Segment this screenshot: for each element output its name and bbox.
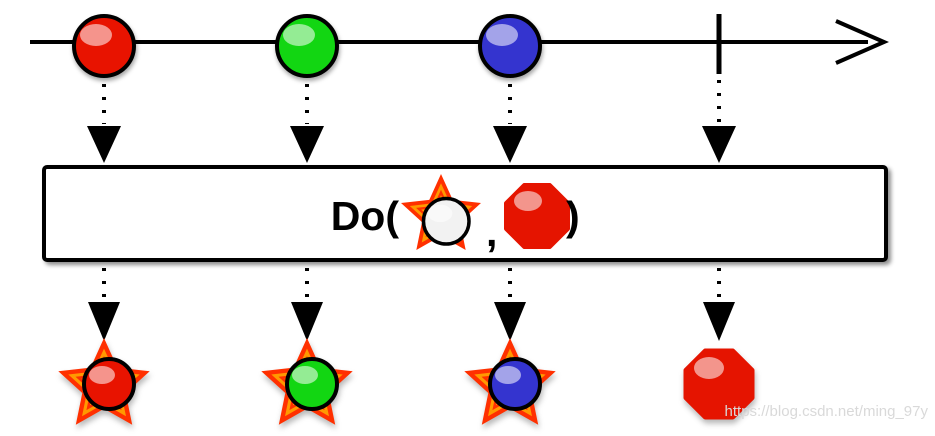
watermark-text: https://blog.csdn.net/ming_97y: [725, 403, 929, 420]
green-marble: [285, 357, 339, 411]
star-with-red-marble: [58, 338, 150, 425]
source-timeline: [30, 14, 889, 78]
red-marble: [82, 357, 136, 411]
white-marble-star-icon: [401, 174, 481, 250]
gloss-highlight: [89, 366, 115, 384]
gloss-highlight: [495, 366, 521, 384]
operator-label-suffix: ): [566, 193, 580, 239]
down-arrowhead-icon: [291, 302, 323, 341]
down-arrowhead-icon: [87, 126, 121, 163]
gloss-highlight: [292, 366, 318, 384]
gloss-highlight: [283, 24, 315, 46]
red-octagon-icon: [504, 183, 570, 249]
input-connectors: [87, 80, 736, 163]
output-row: [58, 338, 755, 425]
red-octagon: [683, 348, 755, 420]
operator-label-separator: ,: [486, 209, 497, 255]
green-marble: [275, 14, 339, 78]
gloss-highlight: [486, 24, 518, 46]
down-arrowhead-icon: [494, 302, 526, 341]
down-arrowhead-icon: [493, 126, 527, 163]
gloss-highlight: [694, 357, 724, 379]
star-with-blue-marble: [464, 338, 556, 425]
gloss-highlight: [514, 191, 542, 211]
output-connectors: [88, 268, 735, 341]
white-marble: [421, 196, 471, 246]
operator-box: Do( , ): [42, 165, 888, 262]
gloss-highlight: [80, 24, 112, 46]
down-arrowhead-icon: [702, 126, 736, 163]
star-with-green-marble: [261, 338, 353, 425]
down-arrowhead-icon: [703, 302, 735, 341]
down-arrowhead-icon: [290, 126, 324, 163]
gloss-highlight: [427, 204, 453, 223]
blue-marble: [488, 357, 542, 411]
down-arrowhead-icon: [88, 302, 120, 341]
red-marble: [72, 14, 136, 78]
timeline-arrow-icon: [835, 19, 889, 65]
operator-label-prefix: Do(: [331, 193, 400, 239]
blue-marble: [478, 14, 542, 78]
